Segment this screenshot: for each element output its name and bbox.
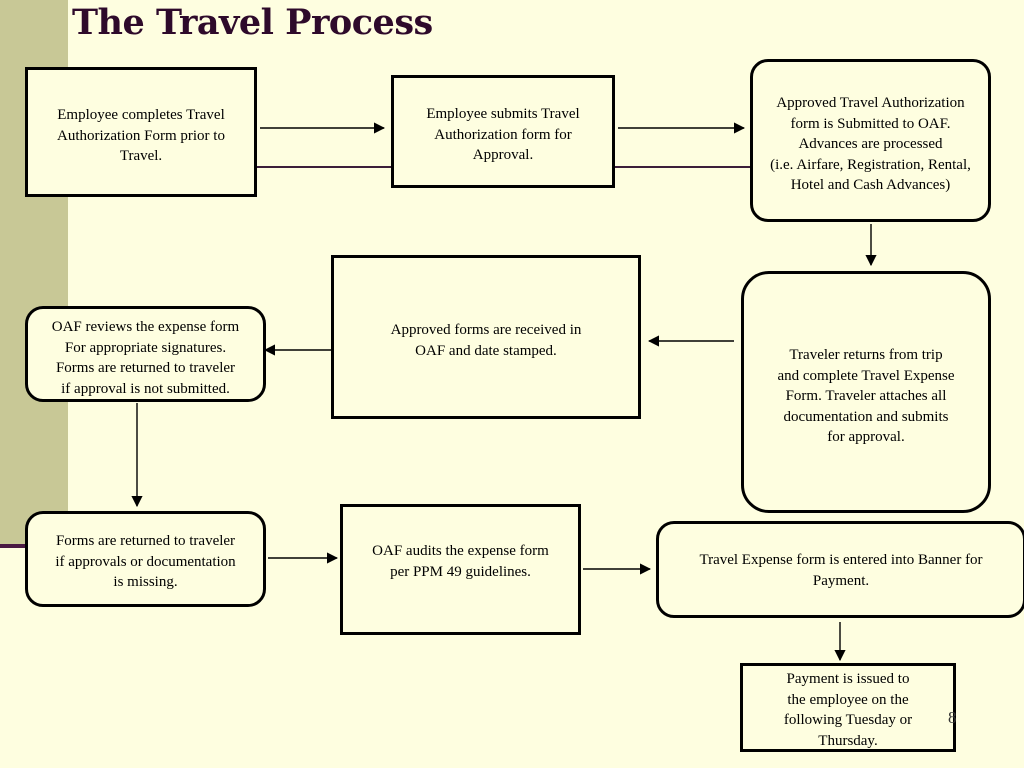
step-submit-authorization: Employee submits Travel Authorization fo…: [391, 75, 615, 188]
step-text: Employee completes Travel Authorization …: [57, 107, 225, 164]
step-text: Approved forms are received in OAF and d…: [390, 322, 582, 359]
step-entered-banner: Travel Expense form is entered into Bann…: [656, 521, 1024, 618]
step-text: Approved Travel Authorization form is Su…: [770, 95, 971, 193]
step-payment-issued: Payment is issued to the employee on the…: [740, 663, 956, 752]
step-forms-received: Approved forms are received in OAF and d…: [331, 255, 641, 419]
page-title: The Travel Process: [72, 2, 433, 43]
step-text: OAF audits the expense form per PPM 49 g…: [372, 543, 549, 580]
step-text: Employee submits Travel Authorization fo…: [426, 106, 580, 163]
step-text: Forms are returned to traveler if approv…: [55, 533, 236, 590]
step-oaf-audits: OAF audits the expense form per PPM 49 g…: [340, 504, 581, 635]
step-text: Payment is issued to the employee on the…: [783, 671, 913, 749]
step-authorization-to-oaf: Approved Travel Authorization form is Su…: [750, 59, 991, 222]
step-text: Travel Expense form is entered into Bann…: [699, 552, 983, 589]
accent-rule: [0, 544, 28, 548]
step-complete-authorization: Employee completes Travel Authorization …: [25, 67, 257, 197]
step-text: Traveler returns from trip and complete …: [777, 347, 955, 445]
page-number: 8: [948, 708, 957, 727]
step-traveler-returns: Traveler returns from trip and complete …: [741, 271, 991, 513]
step-oaf-reviews: OAF reviews the expense form For appropr…: [25, 306, 266, 402]
step-text: OAF reviews the expense form For appropr…: [51, 319, 240, 397]
divider-line-right: [613, 166, 753, 168]
divider-line-left: [256, 166, 394, 168]
step-forms-returned: Forms are returned to traveler if approv…: [25, 511, 266, 607]
